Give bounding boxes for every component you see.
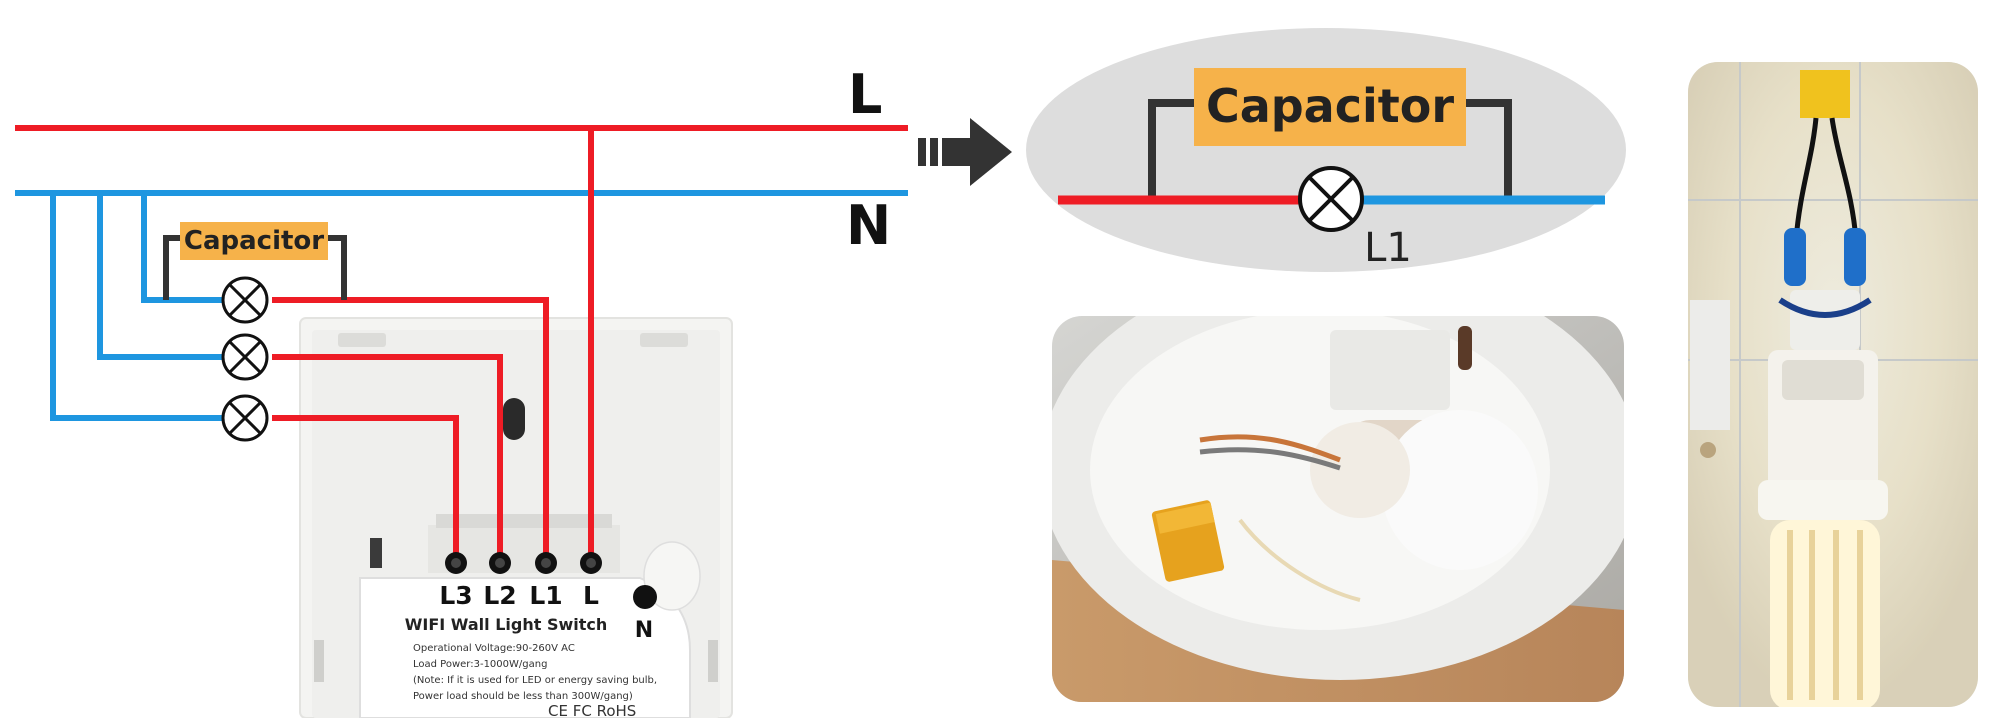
detail-capacitor-box: [1194, 68, 1466, 146]
terminal-screws: [445, 552, 602, 574]
neutral-line-label: N: [846, 194, 891, 257]
detail-lamp-label: L1: [1364, 225, 1412, 271]
capacitor-box: [180, 222, 328, 260]
terminal-label-l3: L3: [439, 581, 472, 610]
capacitor-detail-bubble: Capacitor L1: [1026, 28, 1626, 272]
spec-line-voltage: Operational Voltage:90-260V AC: [413, 643, 575, 654]
terminal-label-n: N: [635, 618, 653, 643]
neutral-terminal-dot: [633, 585, 657, 609]
capacitor-lead-left: [163, 235, 180, 300]
terminal-label-l1: L1: [529, 581, 562, 610]
hanging-bulb-photo: [1688, 62, 1978, 707]
switch-title: WIFI Wall Light Switch: [405, 615, 608, 634]
spec-line-load: Load Power:3-1000W/gang: [413, 659, 547, 670]
neutral-branches: [50, 193, 225, 421]
certification-marks: CE FC RoHS: [548, 702, 636, 718]
wifi-switch-module: [299, 317, 733, 719]
capacitor-label: Capacitor: [184, 226, 324, 256]
terminal-label-l: L: [583, 581, 599, 610]
lamp-icon: [221, 394, 269, 442]
ceiling-lamp-photo: [1052, 316, 1624, 702]
live-line-label: L: [848, 63, 882, 126]
spec-line-power: Power load should be less than 300W/gang…: [413, 691, 633, 702]
live-branches: [272, 128, 594, 563]
lamp-icon: [221, 276, 269, 324]
lamp-icon: [1298, 166, 1364, 232]
lamp-icon: [221, 333, 269, 381]
spec-line-note: (Note: If it is used for LED or energy s…: [413, 675, 657, 686]
arrow-right-icon: [918, 118, 1012, 186]
capacitor-lead-right: [324, 235, 347, 300]
terminal-label-l2: L2: [483, 581, 516, 610]
detail-capacitor-label: Capacitor: [1206, 79, 1454, 133]
